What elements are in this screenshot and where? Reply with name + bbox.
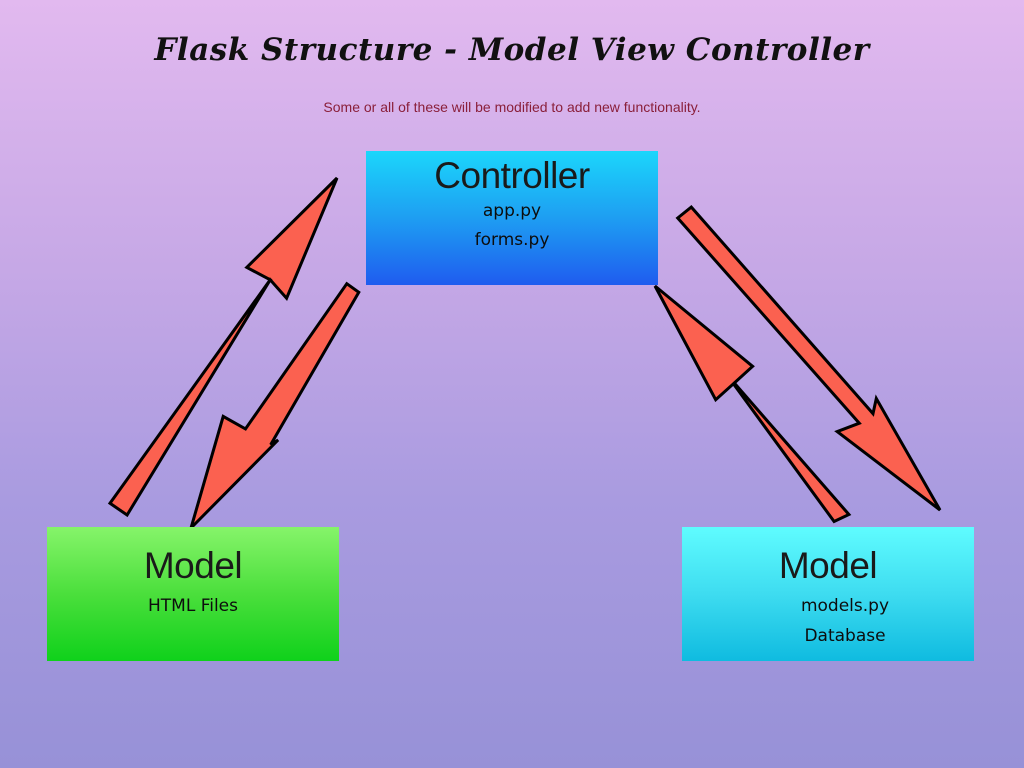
model-right-models-py: models.py [800, 596, 890, 616]
arrow-model-to-controller-left [107, 176, 339, 518]
arrow-controller-to-model-right [675, 205, 942, 512]
model-left-box: Model HTML Files [47, 527, 339, 661]
slide-title: Flask Structure - Model View Controller [154, 32, 870, 68]
model-right-heading: Model [778, 545, 878, 586]
controller-box: Controller app.py forms.py [366, 151, 658, 285]
controller-heading: Controller [434, 155, 590, 196]
model-left-heading: Model [143, 545, 243, 586]
model-right-database: Database [804, 626, 886, 646]
controller-file-forms: forms.py [474, 230, 550, 250]
arrow-model-to-controller-right [653, 284, 852, 524]
arrow-controller-to-model-left [189, 281, 361, 530]
controller-file-app: app.py [482, 201, 542, 221]
slide-subtitle: Some or all of these will be modified to… [323, 99, 701, 115]
model-right-box: Model models.py Database [682, 527, 974, 661]
model-left-html-files: HTML Files [147, 596, 238, 616]
